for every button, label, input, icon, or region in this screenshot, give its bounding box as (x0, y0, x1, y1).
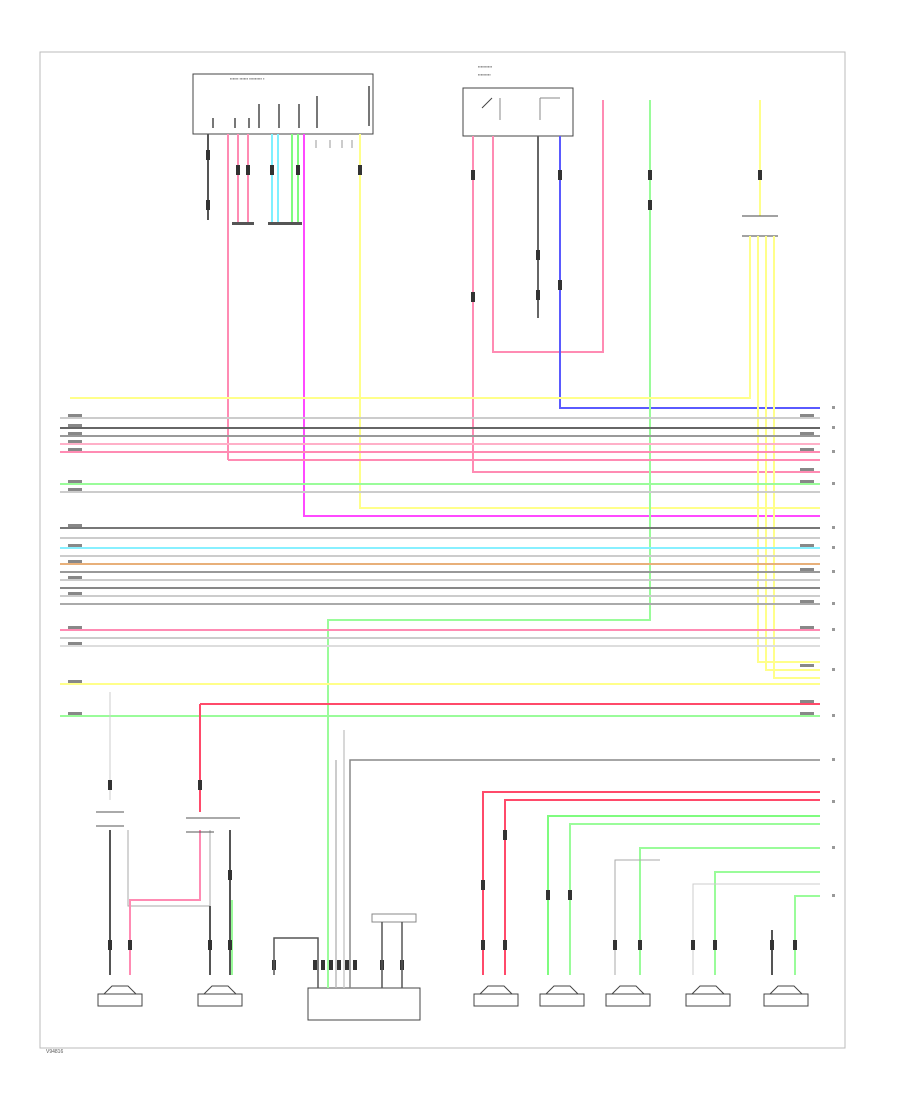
speaker-rear-left-1 (473, 985, 519, 1007)
top-left-wire-marks (206, 150, 362, 225)
svg-text:▪▪▪▪▪▪▪▪▪: ▪▪▪▪▪▪▪▪▪ (478, 72, 491, 77)
speaker-front-left (97, 985, 143, 1007)
right-terminal-ticks (832, 406, 835, 897)
speaker-rear-right-3 (763, 985, 809, 1007)
audio-unit (272, 913, 421, 1021)
lower-left-switches (96, 811, 240, 833)
lower-left-wires (109, 692, 820, 975)
diagram-border (39, 51, 846, 1049)
top-middle-wire-marks (471, 170, 652, 302)
footer-code: V94816 (46, 1049, 63, 1055)
audio-unit-wires (273, 730, 820, 988)
svg-text:▪▪▪▪▪▪ ▪▪▪▪▪▪ ▪▪▪▪▪▪▪▪▪ ▪: ▪▪▪▪▪▪ ▪▪▪▪▪▪ ▪▪▪▪▪▪▪▪▪ ▪ (230, 76, 265, 81)
speaker-rear-left-2 (605, 985, 651, 1007)
top-left-module: ▪▪▪▪▪▪ ▪▪▪▪▪▪ ▪▪▪▪▪▪▪▪▪ ▪ (192, 73, 374, 135)
lower-right-marks (481, 830, 797, 950)
top-middle-wires (327, 100, 820, 940)
svg-text:▪▪▪▪▪▪▪▪▪▪: ▪▪▪▪▪▪▪▪▪▪ (478, 64, 493, 69)
bus-wires (60, 417, 820, 717)
speaker-rear-right-2 (685, 985, 731, 1007)
speaker-front-left-tweeter (197, 985, 243, 1007)
speaker-rear-right-1 (539, 985, 585, 1007)
lower-right-wires (482, 791, 820, 975)
top-right-component (70, 100, 820, 679)
bus-wire-labels (68, 414, 814, 715)
lower-left-marks (108, 780, 232, 950)
top-middle-module: ▪▪▪▪▪▪▪▪▪▪ ▪▪▪▪▪▪▪▪▪ (462, 64, 574, 137)
top-left-wires (207, 134, 820, 517)
